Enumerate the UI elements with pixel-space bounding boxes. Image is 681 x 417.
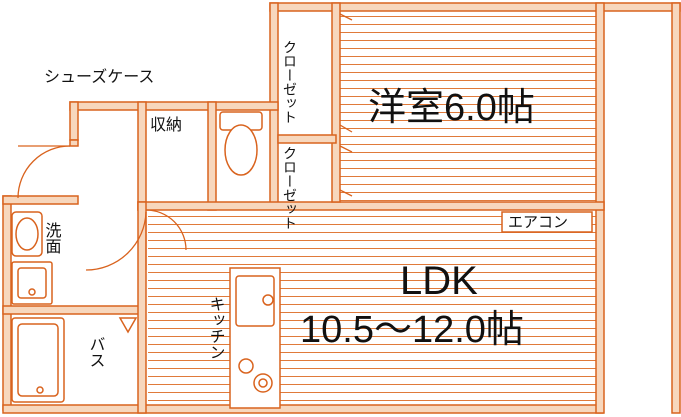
closet-doors (339, 13, 353, 197)
western-room-floor (340, 14, 600, 202)
washroom-label: 洗面 (43, 222, 62, 254)
western-room-label: 洋室6.0帖 (368, 87, 535, 129)
balcony (604, 8, 680, 410)
stove-icon (238, 358, 273, 393)
sink-icon (11, 211, 43, 257)
closet-2-label: クローゼット (281, 146, 297, 230)
air-conditioner-label: エアコン (508, 213, 568, 231)
closet-1-label: クローゼット (281, 40, 297, 124)
air-conditioner (501, 211, 593, 233)
ldk-floor (148, 209, 600, 405)
ldk-size-label: 10.5〜12.0帖 (300, 309, 524, 351)
toilet-icon (219, 111, 263, 176)
sink-icon (235, 275, 275, 327)
kitchen-counter (229, 267, 281, 409)
storage-label: 収納 (150, 115, 182, 134)
bath-label: バス (87, 336, 106, 368)
ldk-name-label: LDK (400, 259, 478, 303)
shoe-case-label: シューズケース (44, 67, 154, 86)
door-swing-icon (17, 145, 187, 271)
bathtub-icon (11, 317, 138, 403)
washing-machine-pan-icon (11, 261, 53, 305)
kitchen-label: キッチン (207, 296, 226, 360)
